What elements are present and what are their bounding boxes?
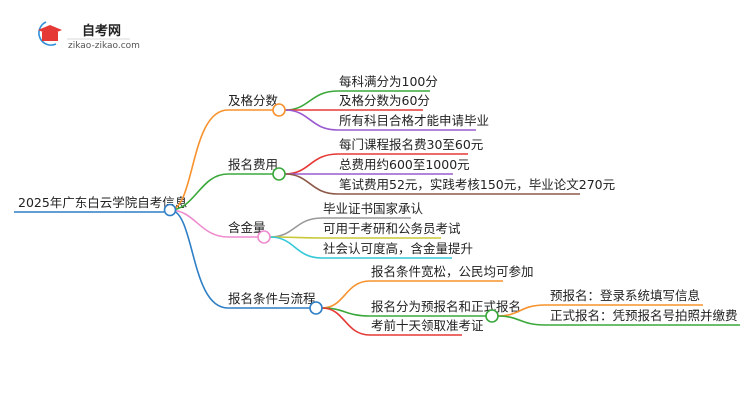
leaf: 所有科目合格才能申请毕业 xyxy=(339,113,489,128)
leaf: 每科满分为100分 xyxy=(339,74,438,89)
leaf: 考前十天领取准考证 xyxy=(371,318,484,333)
sub-collapse-toggle[interactable] xyxy=(485,309,499,323)
connector-line xyxy=(284,109,476,131)
root-collapse-toggle[interactable] xyxy=(163,203,177,217)
logo-title: 自考网 xyxy=(82,23,121,39)
branch-collapse-toggle[interactable] xyxy=(272,167,286,181)
connector-line xyxy=(269,236,441,239)
branch-label-fees: 报名费用 xyxy=(228,157,278,172)
connector-line xyxy=(269,236,452,259)
logo-subtitle: zikao-zikao.com xyxy=(68,41,140,51)
branch-collapse-toggle[interactable] xyxy=(257,230,271,244)
branch-label-value: 含金量 xyxy=(228,220,266,235)
leaf: 报名条件宽松，公民均可参加 xyxy=(371,264,534,279)
leaf: 社会认可度高，含金量提升 xyxy=(323,241,473,256)
connector-line xyxy=(321,307,462,336)
connector-line xyxy=(169,209,310,309)
leaf: 报名分为预报名和正式报名 xyxy=(371,299,521,314)
branch-collapse-toggle[interactable] xyxy=(272,103,286,117)
leaf: 正式报名：凭预报名号拍照并缴费 xyxy=(550,308,738,323)
connector-line xyxy=(497,315,740,326)
cap-base-icon xyxy=(42,32,58,41)
connector-line xyxy=(169,109,273,211)
connector-line xyxy=(284,173,580,195)
connector-line xyxy=(169,173,273,211)
logo-ring-icon xyxy=(38,21,57,46)
branch-label-pass-score: 及格分数 xyxy=(228,93,279,108)
leaf: 及格分数为60分 xyxy=(339,93,430,108)
root-node-label: 2025年广东白云学院自考信息 xyxy=(18,195,187,210)
connector-line xyxy=(169,209,258,238)
branch-label-process: 报名条件与流程 xyxy=(228,291,316,306)
leaf: 笔试费用52元，实践考核150元，毕业论文270元 xyxy=(339,177,615,192)
leaf: 预报名：登录系统填写信息 xyxy=(550,288,700,303)
logo: 自考网 zikao-zikao.com xyxy=(38,21,140,51)
connector-line xyxy=(321,280,503,309)
leaf: 总费用约600至1000元 xyxy=(339,157,470,172)
leaf: 可用于考研和公务员考试 xyxy=(323,221,461,236)
leaf: 每门课程报名费30至60元 xyxy=(339,137,483,152)
leaf: 毕业证书国家承认 xyxy=(323,201,424,216)
branch-collapse-toggle[interactable] xyxy=(309,301,323,315)
